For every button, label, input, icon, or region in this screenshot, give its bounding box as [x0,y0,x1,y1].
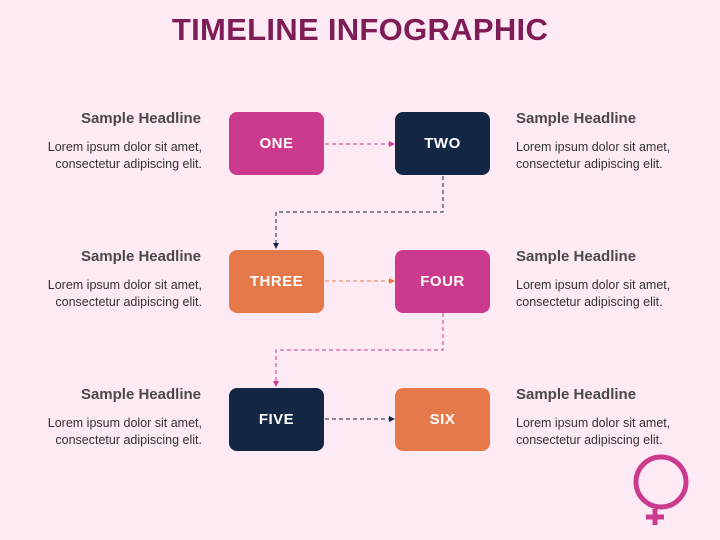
caption-line: Lorem ipsum dolor sit amet, [516,278,671,292]
caption-line: Lorem ipsum dolor sit amet, [47,140,202,154]
page-title: TIMELINE INFOGRAPHIC [171,12,549,47]
step-label: SIX [429,411,456,428]
caption-body-five: Lorem ipsum dolor sit amet, consectetur … [48,415,202,449]
caption-line: Lorem ipsum dolor sit amet, [47,278,202,292]
caption-line: Lorem ipsum dolor sit amet, [47,416,202,430]
caption-headline-four: Sample Headline [516,248,637,265]
step-box-six: SIX [395,388,490,451]
caption-headline-six: Sample Headline [516,386,637,403]
step-label: THREE [249,273,304,290]
caption-line: consectetur adipiscing elit. [516,295,663,309]
step-box-two: TWO [395,112,490,175]
step-box-three: THREE [229,250,324,313]
caption-headline-five: Sample Headline [80,386,201,403]
caption-line: consectetur adipiscing elit. [516,433,663,447]
caption-headline-three: Sample Headline [80,248,201,265]
step-box-one: ONE [229,112,324,175]
step-label: FIVE [258,411,295,428]
caption-line: Lorem ipsum dolor sit amet, [516,140,671,154]
caption-body-two: Lorem ipsum dolor sit amet, consectetur … [516,139,670,173]
caption-line: consectetur adipiscing elit. [55,295,202,309]
caption-body-four: Lorem ipsum dolor sit amet, consectetur … [516,277,670,311]
female-symbol-icon [633,454,689,525]
connector-four-five [273,313,444,387]
step-box-four: FOUR [395,250,490,313]
caption-body-one: Lorem ipsum dolor sit amet, consectetur … [48,139,202,173]
caption-line: consectetur adipiscing elit. [55,157,202,171]
caption-body-six: Lorem ipsum dolor sit amet, consectetur … [516,415,670,449]
caption-line: consectetur adipiscing elit. [55,433,202,447]
caption-body-three: Lorem ipsum dolor sit amet, consectetur … [48,277,202,311]
caption-line: consectetur adipiscing elit. [516,157,663,171]
step-label: TWO [424,135,461,152]
caption-headline-one: Sample Headline [80,110,201,127]
step-box-five: FIVE [229,388,324,451]
caption-line: Lorem ipsum dolor sit amet, [516,416,671,430]
step-label: ONE [259,135,294,152]
connector-two-three [273,176,444,249]
caption-headline-two: Sample Headline [516,110,637,127]
step-label: FOUR [420,273,465,290]
